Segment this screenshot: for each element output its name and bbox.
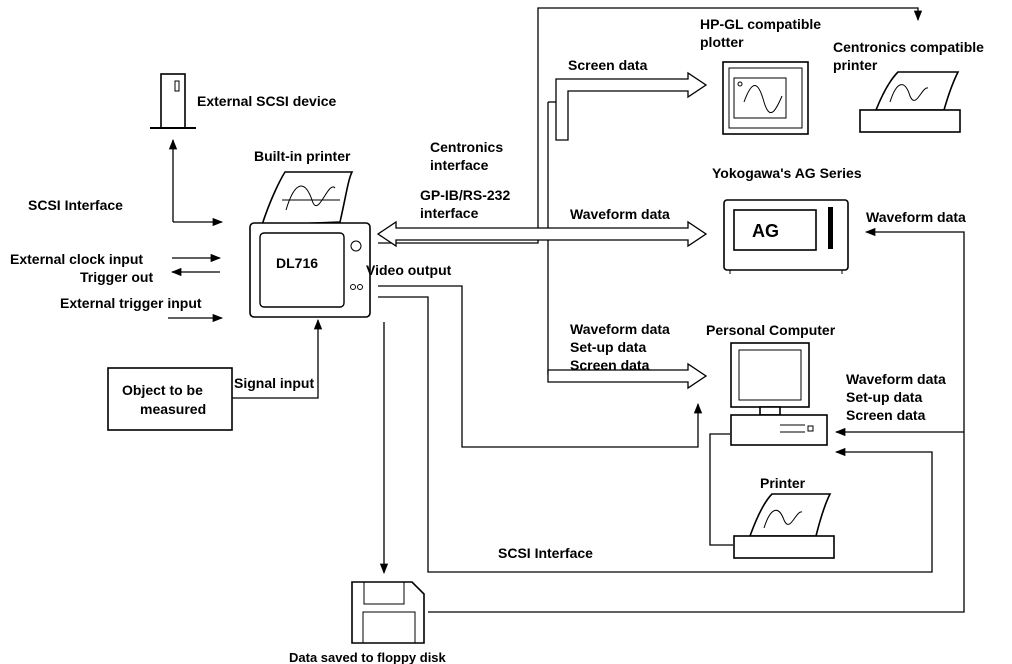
built-in-printer-label: Built-in printer [254, 148, 351, 164]
centronics-interface-label-2: interface [430, 157, 489, 173]
pc-setup-label: Set-up data [570, 339, 646, 355]
scsi-interface-left-label: SCSI Interface [28, 197, 123, 213]
scsi-interface-bottom-label: SCSI Interface [498, 545, 593, 561]
object-label-1: Object to be [122, 382, 203, 398]
centronics-interface-label-1: Centronics [430, 139, 503, 155]
hpgl-plotter-label-1: HP-GL compatible [700, 16, 821, 32]
right-screen-label: Screen data [846, 407, 926, 423]
diagram-labels: HP-GL compatible plotter Centronics comp… [10, 16, 984, 664]
personal-computer [730, 342, 828, 446]
centronics-printer-label-2: printer [833, 57, 878, 73]
hpgl-plotter-label-2: plotter [700, 34, 744, 50]
waveform-data-right-label: Waveform data [866, 209, 966, 225]
screen-data-arrow [555, 71, 708, 141]
signal-input-label: Signal input [234, 375, 314, 391]
dl716-device [249, 171, 371, 318]
video-output-label: Video output [366, 262, 452, 278]
scsi-bottom-line [378, 296, 933, 573]
signal-input-line [232, 318, 323, 399]
printer-device [733, 493, 835, 559]
ag-logo: AG [752, 221, 779, 241]
pc-data-arrow [547, 362, 708, 390]
pc-printer-line [709, 433, 733, 546]
gpib-interface-label-1: GP-IB/RS-232 [420, 187, 510, 203]
object-label-2: measured [140, 401, 206, 417]
centronics-printer-label-1: Centronics compatible [833, 39, 984, 55]
floppy-disk [351, 581, 425, 644]
right-waveform-label: Waveform data [846, 371, 946, 387]
floppy-loop-line [428, 227, 965, 613]
hollow-arrows [376, 71, 708, 390]
centronics-printer [859, 71, 961, 133]
waveform-data-mid-label: Waveform data [570, 206, 670, 222]
personal-computer-label: Personal Computer [706, 322, 836, 338]
floppy-saved-label: Data saved to floppy disk [289, 650, 447, 664]
ag-series-label: Yokogawa's AG Series [712, 165, 862, 181]
screen-data-label: Screen data [568, 57, 648, 73]
object-box [107, 367, 233, 431]
gpib-interface-label-2: interface [420, 205, 479, 221]
dl716-knob [350, 240, 362, 252]
built-in-printer-paper [260, 171, 354, 226]
external-scsi-device-label: External SCSI device [197, 93, 337, 109]
video-output-line [378, 285, 703, 448]
hpgl-plotter [722, 61, 809, 135]
printer-label: Printer [760, 475, 806, 491]
waveform-bus-arrow [376, 220, 708, 248]
external-clock-input-label: External clock input [10, 251, 143, 267]
external-scsi-device [150, 73, 196, 129]
external-trigger-input-label: External trigger input [60, 295, 202, 311]
dl716-label: DL716 [276, 255, 318, 271]
pc-waveform-label: Waveform data [570, 321, 670, 337]
dl716-body [249, 222, 371, 318]
pc-screen-label: Screen data [570, 357, 650, 373]
centronics-line [378, 7, 923, 244]
dl716-screen [259, 232, 345, 308]
ag-series-device [723, 199, 849, 274]
trigger-out-label: Trigger out [80, 269, 153, 285]
right-setup-label: Set-up data [846, 389, 922, 405]
